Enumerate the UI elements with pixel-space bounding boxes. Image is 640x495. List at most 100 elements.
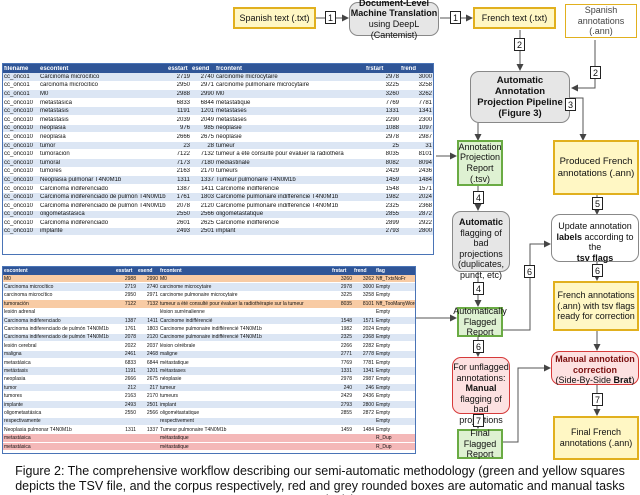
table-cell: neoplasia xyxy=(40,125,66,132)
table-cell: 8094 xyxy=(418,159,432,166)
table-cell: 2501 xyxy=(200,228,214,235)
table-cell: 2049 xyxy=(200,116,214,123)
col-header: esend xyxy=(192,65,210,72)
table-cell: métastatique xyxy=(160,443,189,450)
produced-french-node: Produced French annotations (.ann) xyxy=(553,140,639,195)
table-cell: 1341 xyxy=(362,367,374,374)
table-cell: 2163 xyxy=(124,393,136,400)
table-cell: 2793 xyxy=(385,228,399,235)
table-cell: Nff_TooManyWords xyxy=(376,300,415,307)
table-cell: 1484 xyxy=(362,426,374,433)
col-header: frcontent xyxy=(216,65,242,72)
table-cell: cc_onco10 xyxy=(4,185,34,192)
table-cell: 1311 xyxy=(177,176,190,183)
table-cell: cc_onco10 xyxy=(4,125,34,132)
table-cell: 240 xyxy=(343,384,352,391)
final-flagged-report-node: Final Flagged Report xyxy=(457,428,503,459)
table-cell: Empty xyxy=(376,309,391,316)
table-cell: 1191 xyxy=(125,367,136,374)
table-cell: 1341 xyxy=(418,108,432,115)
table-cell: Tumeur pulmonaire T4N0M1b xyxy=(160,426,227,433)
table-cell: 2978 xyxy=(340,284,352,291)
table-cell: metastásica xyxy=(4,435,31,442)
table-cell: Empty xyxy=(376,409,391,416)
table-cell: 2800 xyxy=(418,228,432,235)
step-number: 1 xyxy=(325,11,336,24)
mt-subtitle: using DeepL (Cantemist) xyxy=(368,19,420,40)
table-cell: metástasis xyxy=(40,116,69,123)
table-cell: M0 xyxy=(40,90,49,97)
update-labels-bold: labels xyxy=(556,231,582,242)
table-cell: métastatique xyxy=(160,359,189,366)
manual-corr-sub: (Side-By-Side xyxy=(555,375,611,386)
table-cell: cc_onco10 xyxy=(4,194,34,201)
col-header: esstart xyxy=(116,268,133,274)
table-cell: Neoplasia pulmonar T4N0M1b xyxy=(40,176,122,183)
table-cell: Nff_TxtsNoFr xyxy=(376,275,406,282)
table-cell: 2429 xyxy=(385,168,399,175)
table-cell: 2855 xyxy=(385,211,399,218)
update-tsv-bold: tsv flags xyxy=(576,252,614,263)
table-cell: 2493 xyxy=(176,228,190,235)
table-cell: neoplasia xyxy=(40,133,66,140)
table-cell: neoplasia xyxy=(4,376,26,383)
table-cell: metástasis xyxy=(4,367,28,374)
table-cell: cc_onco10 xyxy=(4,228,34,235)
table-cell: cc_onco10 xyxy=(4,219,34,226)
table-cell: carcinoma microcítico xyxy=(40,82,99,89)
table-cell: metastásica xyxy=(40,99,73,106)
table-cell: Carcinoma indiferenciado xyxy=(4,317,61,324)
table-cell: 7132 xyxy=(200,151,214,158)
table-cell: 2550 xyxy=(176,211,190,218)
table-cell: 7180 xyxy=(200,159,214,166)
table-cell: 23 xyxy=(183,142,190,149)
table-cell: 2282 xyxy=(362,342,374,349)
table-cell: 7122 xyxy=(124,300,136,307)
table-cell: 2566 xyxy=(146,409,158,416)
table-cell: 7122 xyxy=(176,151,190,158)
table-cell: implant xyxy=(216,228,236,235)
table-cell: 2990 xyxy=(146,275,158,282)
table-cell: 25 xyxy=(392,142,399,149)
table-cell: oligométastatique xyxy=(160,409,200,416)
table-cell: cc_onco10 xyxy=(4,133,34,140)
table-header: escontent esstart esend frcontent frstar… xyxy=(3,267,415,275)
table-cell: cc_onco10 xyxy=(4,151,34,158)
automatic-flagging-node: Automatic flagging of bad projections (d… xyxy=(452,211,510,280)
unflagged-pre: For unflagged annotations: xyxy=(453,362,509,383)
table-cell: Carcinoma microcítico xyxy=(40,73,100,80)
update-pre: Update annotation xyxy=(558,221,632,231)
final-french-node: Final French annotations (.ann) xyxy=(553,416,639,460)
table-cell: 3000 xyxy=(418,73,432,80)
table-cell: 2990 xyxy=(200,90,214,97)
table-cell: Carcinome pulmonaire indifférencié T4N0M… xyxy=(160,326,262,333)
table-cell: Empty xyxy=(376,426,391,433)
table-cell: 6833 xyxy=(176,99,190,106)
table-cell: metastásica xyxy=(4,359,31,366)
table-cell: Empty xyxy=(376,367,391,374)
col-header: frcontent xyxy=(160,268,182,274)
table-cell: implante xyxy=(40,228,63,235)
step-number: 4 xyxy=(473,282,484,295)
table-cell: Tumeur pulmonaire T4N0M1b xyxy=(216,176,296,183)
table-cell: 2950 xyxy=(124,292,136,299)
col-header: filename xyxy=(4,65,29,72)
table-cell: lesión cerebral xyxy=(4,342,37,349)
table-cell: cc_onco10 xyxy=(4,99,34,106)
table-cell: 1337 xyxy=(200,176,214,183)
table-cell: métastases xyxy=(160,367,186,374)
table-cell: Neoplasia pulmonar T4N0M1b xyxy=(4,426,72,433)
table-cell: 1571 xyxy=(418,185,432,192)
table-cell: 985 xyxy=(203,125,214,132)
